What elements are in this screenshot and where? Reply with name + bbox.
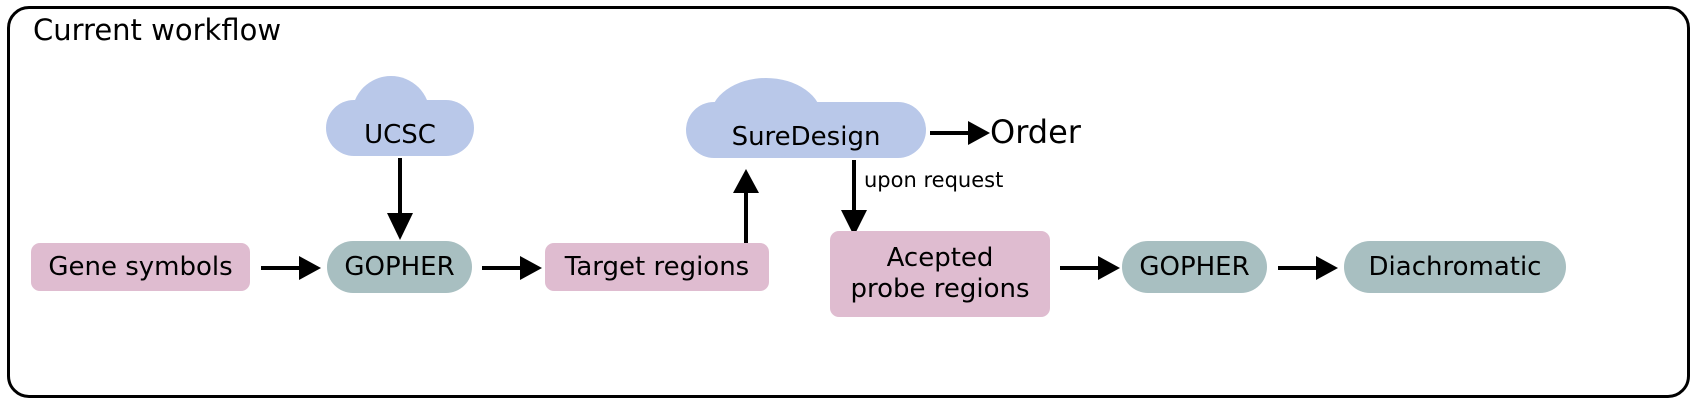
node-target-regions[interactable]: Target regions (545, 243, 769, 291)
cloud-bump-shape (352, 76, 430, 154)
arrow-ucsc-to-gopher1 (381, 158, 419, 242)
node-ucsc-label: UCSC (364, 120, 436, 150)
node-ucsc[interactable]: UCSC (326, 76, 474, 156)
arrow-suredesign-to-order (930, 118, 992, 148)
node-order[interactable]: Order (990, 111, 1110, 153)
node-order-label: Order (990, 113, 1081, 151)
arrow-gopher2-to-diachromatic (1278, 253, 1340, 283)
node-accepted-probe-regions-line2: probe regions (850, 274, 1030, 304)
node-target-regions-label: Target regions (564, 252, 750, 282)
panel-border (7, 6, 1690, 398)
arrow-target-to-suredesign (729, 169, 763, 245)
edge-label-upon-request: upon request (864, 168, 1004, 192)
panel-title: Current workflow (33, 13, 282, 47)
node-diachromatic-label: Diachromatic (1368, 252, 1542, 282)
node-gopher-1[interactable]: GOPHER (327, 241, 472, 293)
node-gene-symbols[interactable]: Gene symbols (31, 243, 250, 291)
arrow-suredesign-to-accepted (836, 160, 872, 238)
node-accepted-probe-regions[interactable]: Acepted probe regions (830, 231, 1050, 317)
arrow-gene-to-gopher1 (261, 253, 323, 283)
node-gopher-2[interactable]: GOPHER (1122, 241, 1267, 293)
node-gopher-2-label: GOPHER (1139, 252, 1250, 282)
node-diachromatic[interactable]: Diachromatic (1344, 241, 1566, 293)
node-suredesign-label: SureDesign (731, 122, 881, 152)
node-gopher-1-label: GOPHER (344, 252, 455, 282)
cloud-bump-shape (710, 78, 822, 158)
arrow-accepted-to-gopher2 (1060, 253, 1122, 283)
node-accepted-probe-regions-line1: Acepted (886, 243, 994, 273)
node-suredesign[interactable]: SureDesign (686, 78, 926, 158)
arrow-gopher1-to-target (482, 253, 544, 283)
node-gene-symbols-label: Gene symbols (48, 252, 233, 282)
